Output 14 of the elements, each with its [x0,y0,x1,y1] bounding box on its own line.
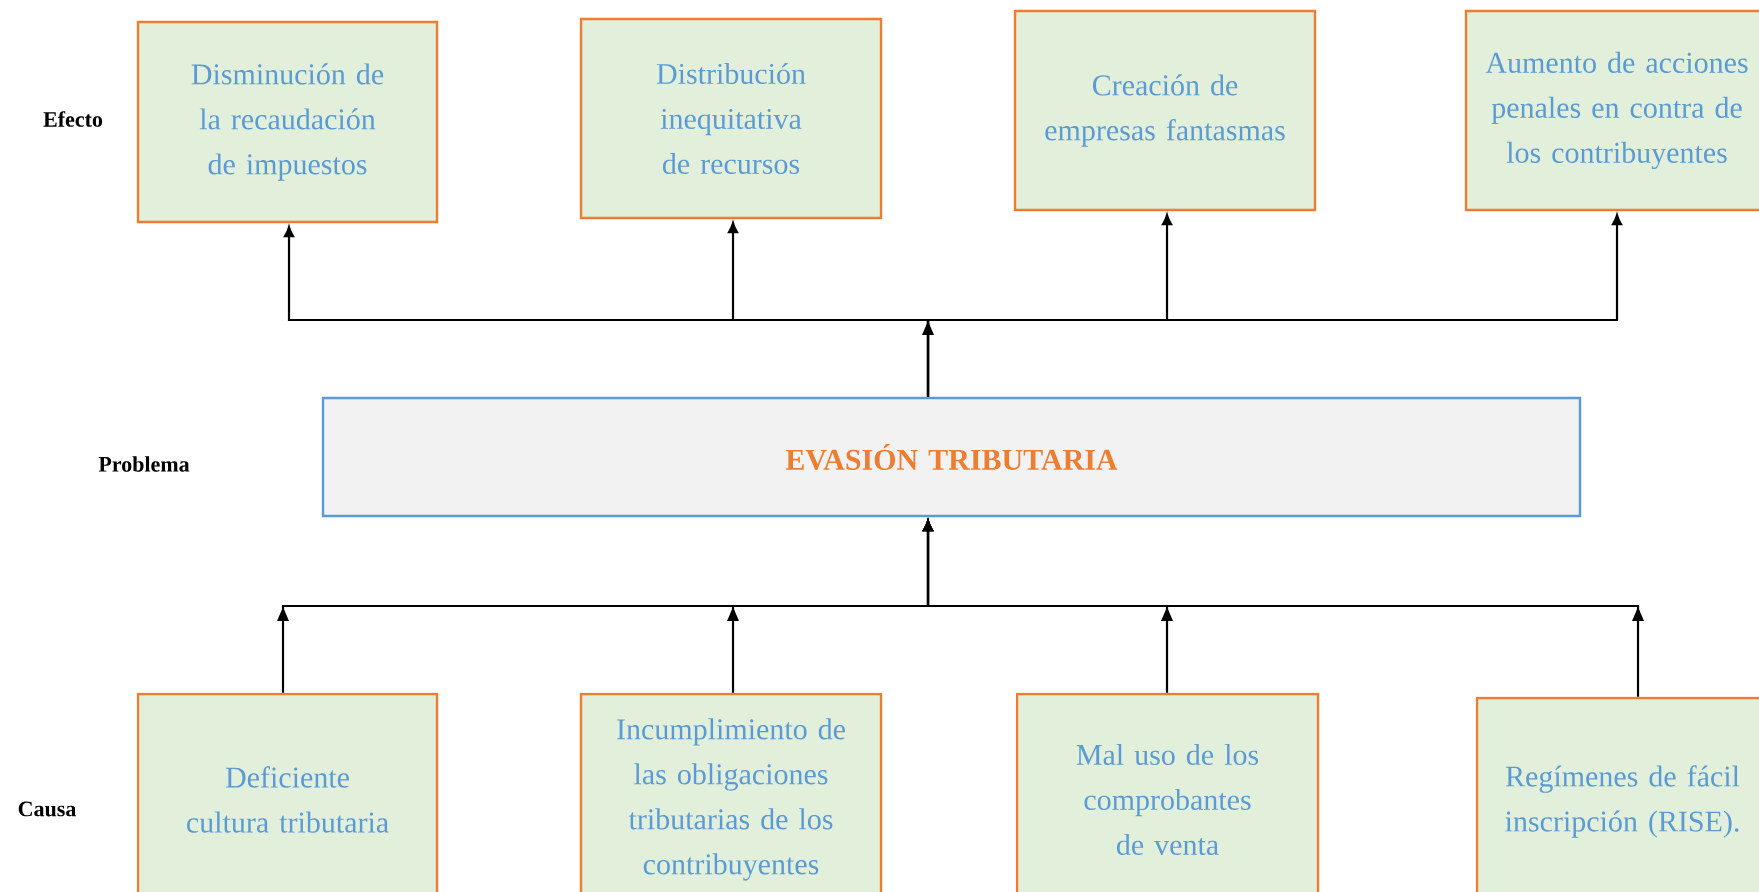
arrow [926,214,1623,397]
process-box: Distribución inequitativa de recursos [579,17,883,220]
process-box: Aumento de acciones penales en contra de los contribuyentes [1464,9,1759,212]
problem-box: EVASIÓN TRIBUTARIA [321,396,1582,518]
row-label: Problema [98,456,190,472]
process-box: Mal uso de los comprobantes de venta [1015,692,1320,892]
process-box: Incumplimiento de las obligaciones tributarias de los contribuyentes [579,692,883,892]
process-box: Disminución de la recaudación de impuestos [136,20,439,224]
process-box: Deficiente cultura tributaria [136,692,439,892]
process-box: Regímenes de fácil inscripción (RISE). [1475,696,1759,892]
arrow [922,520,1640,697]
process-box: Creación de empresas fantasmas [1013,9,1317,212]
row-label: Causa [18,801,76,817]
row-label: Efecto [43,111,103,127]
